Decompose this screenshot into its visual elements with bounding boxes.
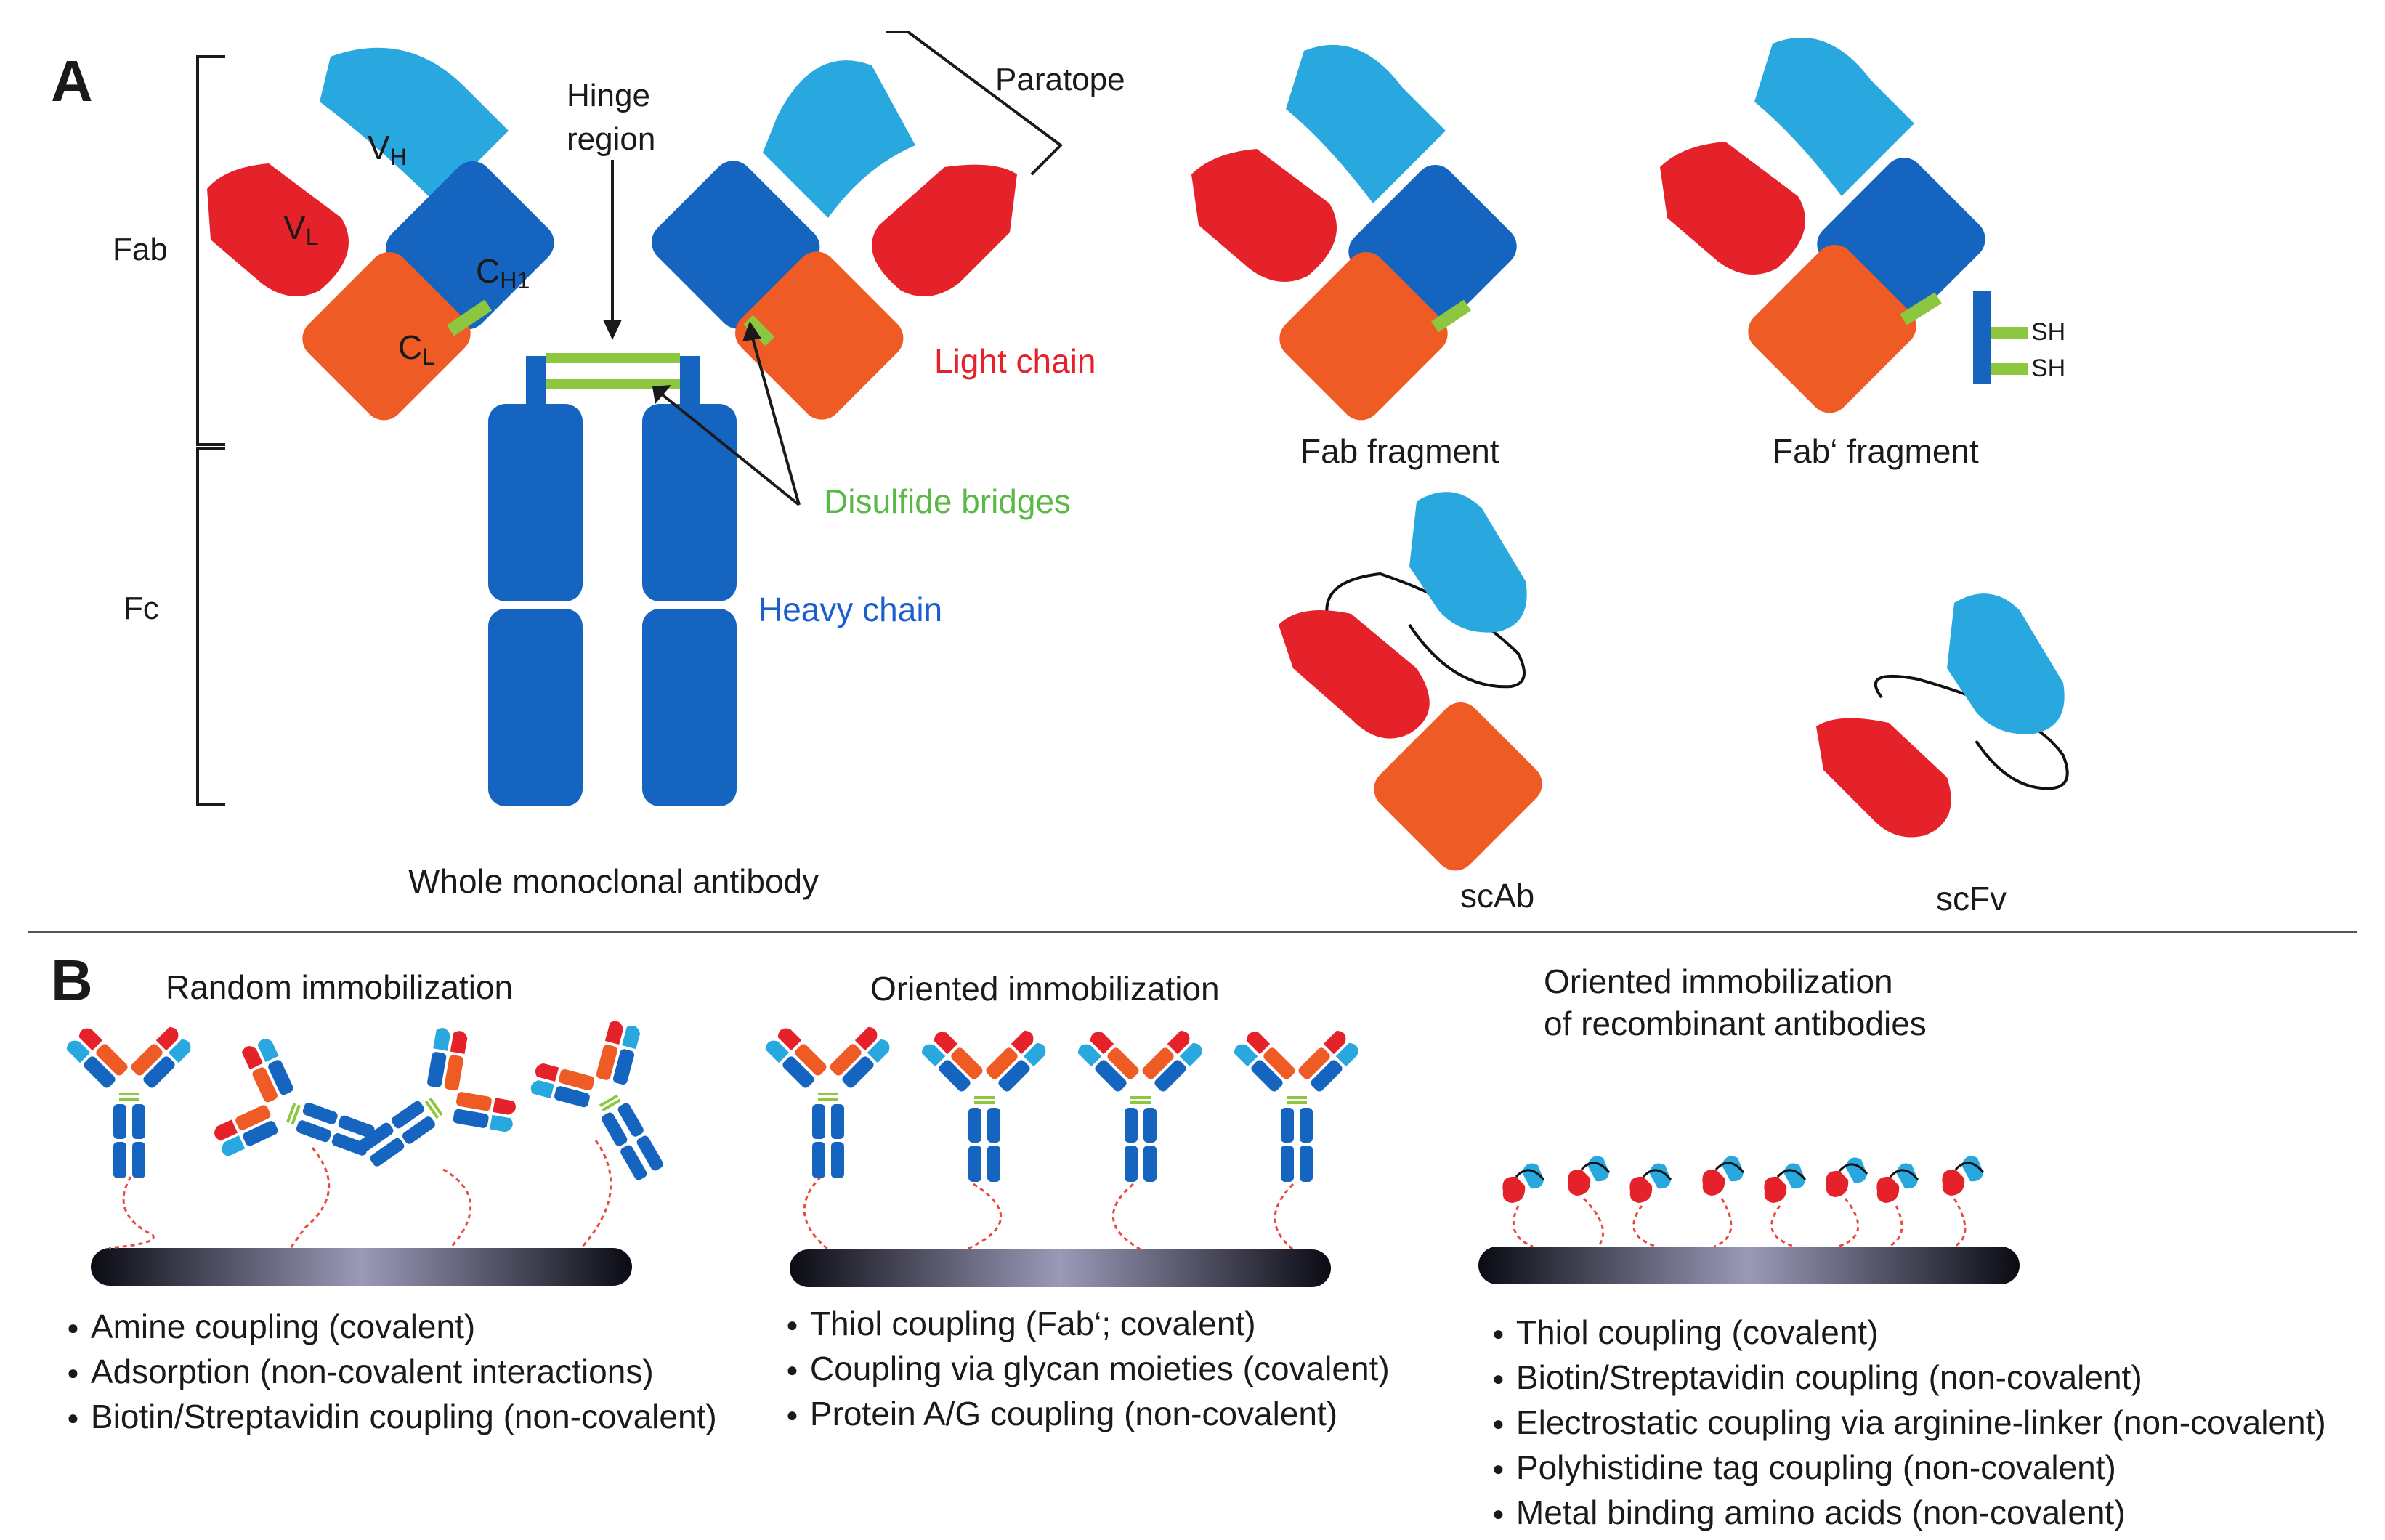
scab-caption: scAb — [1460, 877, 1535, 915]
list-item: Biotin/Streptavidin coupling (non-covale… — [1492, 1355, 2326, 1401]
list-item: Protein A/G coupling (non-covalent) — [786, 1392, 1390, 1437]
list-item: Thiol coupling (covalent) — [1492, 1310, 2326, 1355]
list-item: Amine coupling (covalent) — [67, 1305, 717, 1350]
fab-prime-caption: Fab‘ fragment — [1773, 432, 1979, 470]
oriented-antibodies — [763, 1024, 1362, 1182]
left-fab-arm — [207, 47, 554, 421]
sh-label-2: SH — [2031, 354, 2066, 382]
hinge-label-line1: Hinge — [567, 78, 650, 113]
list-item: Coupling via glycan moieties (covalent) — [786, 1347, 1390, 1392]
fc-region — [488, 356, 737, 806]
hinge-label-line2: region — [567, 121, 656, 157]
list-item: Adsorption (non-covalent interactions) — [67, 1350, 717, 1395]
fab-bracket — [196, 55, 225, 806]
fab-prime-fragment-diagram — [1660, 37, 2028, 413]
heavy-chain-label: Heavy chain — [758, 591, 943, 628]
cl-label: CL — [398, 328, 436, 370]
fab-label: Fab — [113, 232, 168, 267]
vh-label: VH — [368, 129, 407, 171]
random-methods-list: Amine coupling (covalent) Adsorption (no… — [67, 1305, 717, 1440]
panel-b-linkers — [108, 1140, 1967, 1251]
oriented-title: Oriented immobilization — [870, 970, 1220, 1008]
fc-label: Fc — [123, 591, 159, 626]
annotation-arrows — [611, 160, 801, 506]
light-chain-label: Light chain — [934, 342, 1096, 380]
scfv-caption: scFv — [1936, 880, 2007, 917]
disulfide-label: Disulfide bridges — [824, 482, 1072, 520]
hinge-disulfide-bridges — [546, 353, 680, 389]
list-item: Thiol coupling (Fab‘; covalent) — [786, 1302, 1390, 1347]
list-item: Electrostatic coupling via arginine-link… — [1492, 1401, 2326, 1446]
fab-fragment-caption: Fab fragment — [1300, 432, 1499, 470]
random-title: Random immobilization — [166, 968, 514, 1006]
right-fab-arm — [652, 60, 1017, 420]
panel-b-surfaces — [91, 1247, 2020, 1287]
list-item: Biotin/Streptavidin coupling (non-covale… — [67, 1395, 717, 1440]
paratope-label: Paratope — [995, 62, 1125, 97]
recombinant-fragments — [1501, 1155, 1985, 1204]
scfv-diagram — [1816, 593, 2069, 838]
recombinant-methods-list: Thiol coupling (covalent) Biotin/Strepta… — [1492, 1310, 2326, 1536]
panel-b-letter: B — [51, 948, 93, 1013]
sh-label-1: SH — [2031, 318, 2066, 346]
whole-antibody-caption: Whole monoclonal antibody — [408, 862, 819, 900]
recombinant-title-line1: Oriented immobilization — [1544, 962, 1893, 1000]
list-item: Polyhistidine tag coupling (non-covalent… — [1492, 1446, 2326, 1491]
arrow-heads — [603, 320, 761, 404]
fab-fragment-diagram — [1191, 44, 1517, 421]
list-item: Metal binding amino acids (non-covalent) — [1492, 1491, 2326, 1536]
ch1-label: CH1 — [476, 252, 530, 294]
recombinant-title-line2: of recombinant antibodies — [1544, 1005, 1927, 1042]
paratope-bracket — [886, 31, 1064, 176]
oriented-methods-list: Thiol coupling (Fab‘; covalent) Coupling… — [786, 1302, 1390, 1437]
panel-a-letter: A — [51, 49, 93, 113]
scab-diagram — [1279, 492, 1542, 871]
vl-label: VL — [283, 208, 319, 251]
